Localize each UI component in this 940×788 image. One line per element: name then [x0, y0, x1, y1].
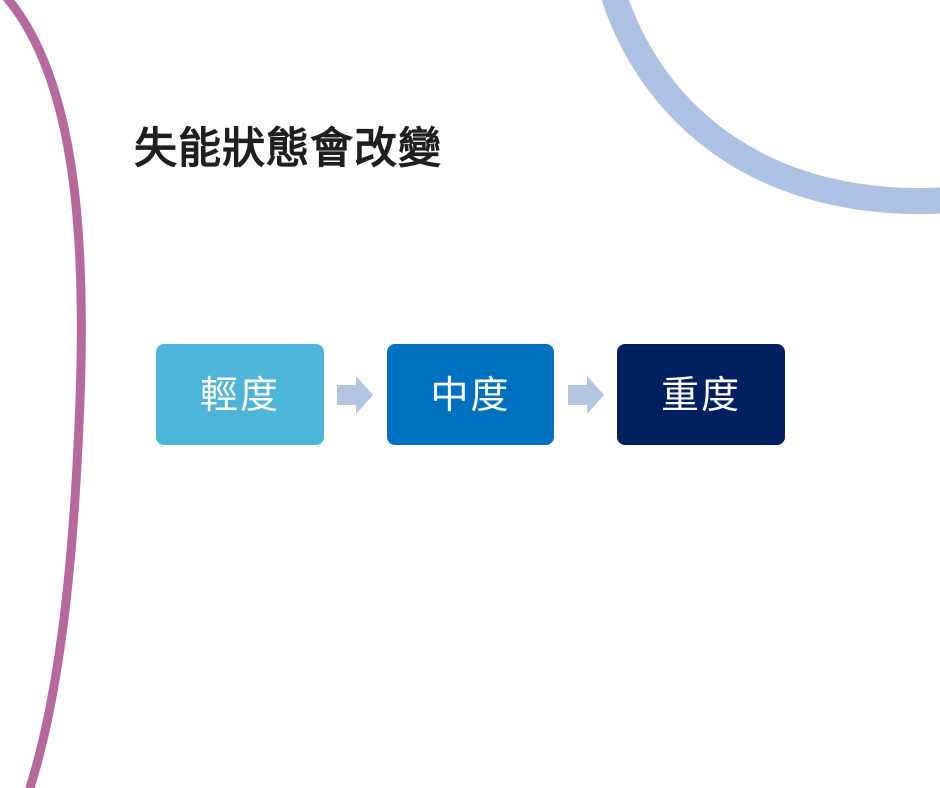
step-box-mild: 輕度: [156, 344, 324, 445]
step-box-severe: 重度: [617, 344, 785, 445]
step-label-severe: 重度: [660, 372, 741, 417]
step-box-moderate: 中度: [387, 344, 554, 445]
arrow-right-icon: [568, 376, 604, 414]
step-label-mild: 輕度: [199, 372, 280, 417]
arrow-right-icon: [337, 376, 373, 414]
slide-title: 失能狀態會改變: [134, 124, 442, 174]
step-label-moderate: 中度: [430, 372, 511, 417]
